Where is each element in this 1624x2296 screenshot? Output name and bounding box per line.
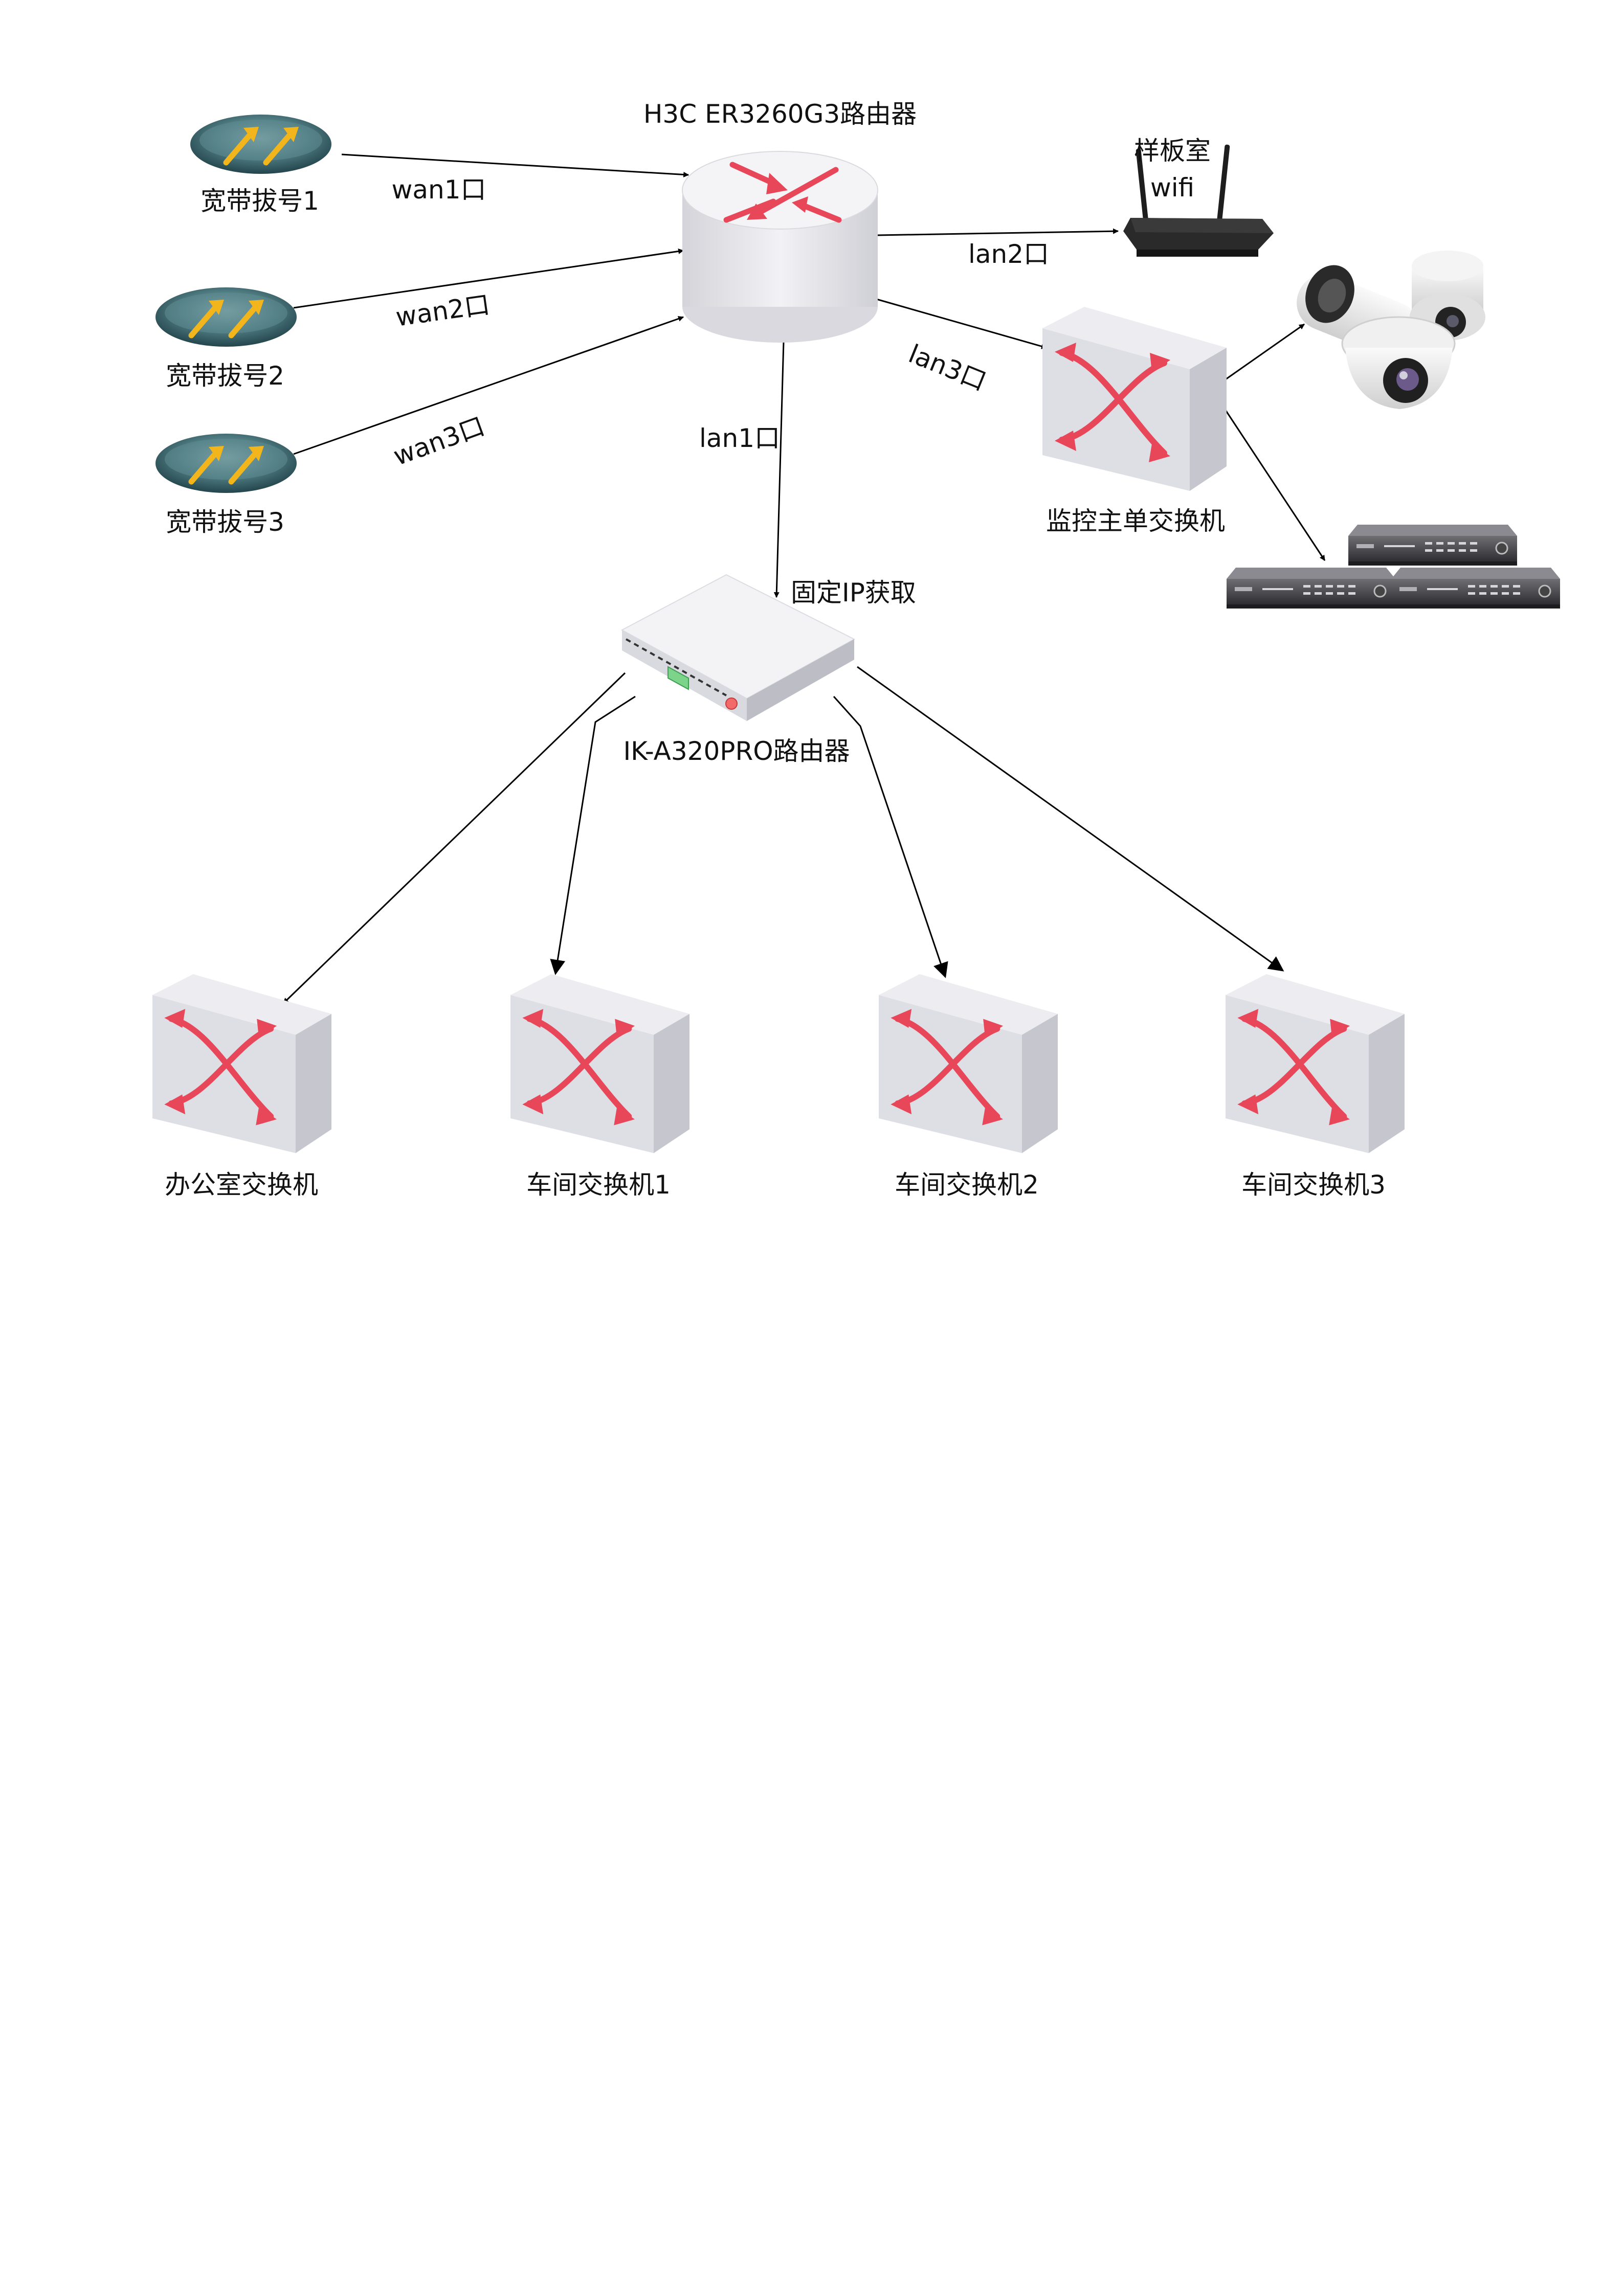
link-wan3 <box>293 316 684 455</box>
wifi-router-icon <box>1123 144 1274 257</box>
wifi-label-line2: wifi <box>1150 173 1194 202</box>
ik-router-label: IK-A320PRO路由器 <box>623 736 850 766</box>
wan2-label: wan2口 <box>394 289 492 332</box>
core-router-label: H3C ER3260G3路由器 <box>643 99 917 129</box>
office-switch-icon <box>152 974 331 1153</box>
wan1-label: wan1口 <box>391 175 486 205</box>
nvr-icon <box>1226 567 1396 610</box>
workshop-switch-2-icon <box>879 974 1058 1153</box>
link-ws2 <box>833 695 948 978</box>
fixed-ip-label: 固定IP获取 <box>791 578 916 607</box>
isp3-icon <box>155 434 297 493</box>
nvr-icon <box>1347 524 1518 567</box>
lan2-label: lan2口 <box>968 239 1049 269</box>
wifi-label-line1: 样板室 <box>1134 136 1211 166</box>
isp2-label: 宽带拔号2 <box>166 361 284 391</box>
workshop-switch-1-label: 车间交换机1 <box>526 1170 671 1200</box>
workshop-switch-2-label: 车间交换机2 <box>895 1170 1039 1200</box>
link-camera <box>1225 323 1305 380</box>
connection-lines <box>282 153 1326 1004</box>
camera-icon <box>1297 251 1485 409</box>
workshop-switch-3-label: 车间交换机3 <box>1241 1170 1386 1200</box>
isp2-icon <box>155 287 297 347</box>
link-office <box>282 672 626 1004</box>
lan1-label: lan1口 <box>699 423 780 453</box>
link-lan1 <box>773 341 785 598</box>
monitor-switch-icon <box>1042 307 1227 491</box>
office-switch-label: 办公室交换机 <box>165 1170 318 1200</box>
link-ws3 <box>857 666 1284 972</box>
link-nvr <box>1225 410 1326 561</box>
link-wan2 <box>293 248 684 309</box>
isp1-label: 宽带拔号1 <box>201 186 319 216</box>
link-lan3 <box>874 298 1048 349</box>
nvr-icon <box>1390 567 1561 610</box>
link-ws1 <box>550 695 636 975</box>
link-lan2 <box>877 228 1119 236</box>
core-router-icon <box>682 151 878 343</box>
workshop-switch-1-icon <box>510 974 689 1153</box>
monitor-switch-label: 监控主单交换机 <box>1046 506 1225 536</box>
wan3-label: wan3口 <box>389 411 488 471</box>
isp1-icon <box>190 115 331 174</box>
isp3-label: 宽带拔号3 <box>166 507 284 537</box>
lan3-label: lan3口 <box>904 339 990 397</box>
ik-router-icon <box>620 574 856 721</box>
workshop-switch-3-icon <box>1226 974 1405 1153</box>
link-wan1 <box>341 153 689 177</box>
